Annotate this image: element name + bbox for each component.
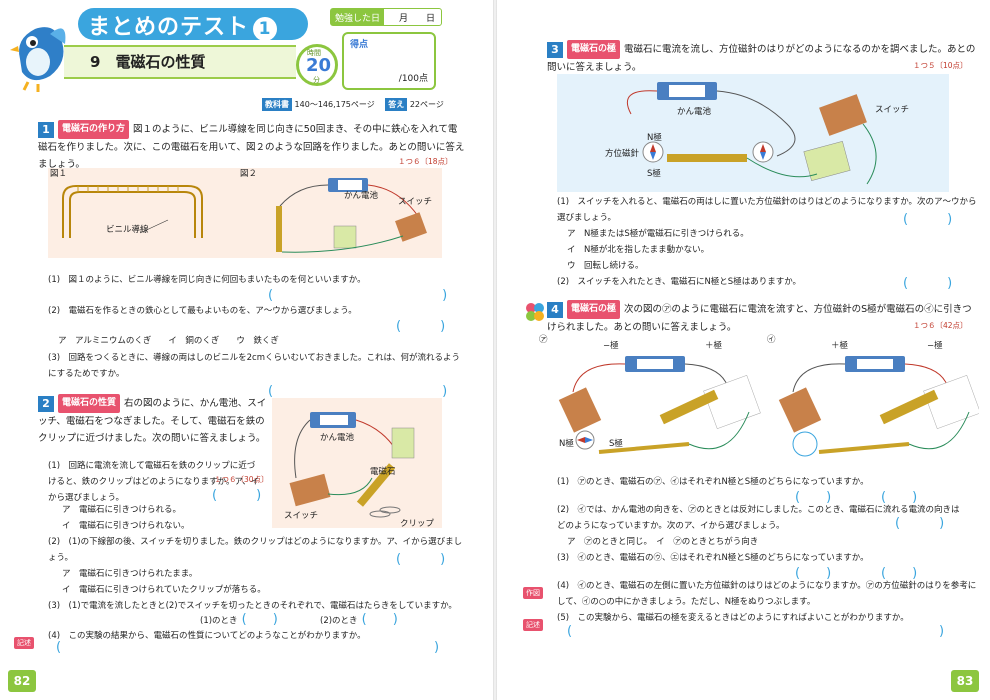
study-date-box: 勉強した日 月 日	[330, 8, 442, 26]
q4-plus-a: ＋極	[705, 341, 723, 351]
switch-label: スイッチ	[398, 197, 433, 207]
timer-badge: 時間 20 分	[296, 40, 338, 86]
q3-n-label: N極	[647, 133, 662, 143]
q4-sub2-options: ア ㋐のときと同じ。 イ ㋐のときとちがう向き	[567, 537, 759, 547]
q4-figure: ㋐ ㋑ −極 ＋極 ＋極 −極 N極	[539, 332, 979, 472]
puzzle-icon	[525, 302, 545, 322]
q2-points: １つ６〔30点〕	[214, 475, 269, 484]
q1-answer3[interactable]: ( )	[268, 384, 448, 399]
q4-minus-b: −極	[927, 341, 943, 351]
q2-magnet-label: 電磁石	[370, 467, 396, 477]
q2-sub3-b: (2)のとき ( )	[320, 612, 398, 627]
q2-answer4-close: )	[434, 640, 440, 655]
subject-box	[64, 45, 296, 79]
q3-s-label: S極	[647, 169, 661, 179]
q2-sub3-a: (1)のとき ( )	[200, 612, 278, 627]
q2-sub3: (3) (1)で電流を流したときと(2)でスイッチを切ったときのそれぞれで、電磁…	[48, 601, 457, 611]
q2-sub1-a: ア 電磁石に引きつけられる。	[62, 505, 182, 515]
q4-sub1: (1) ㋐のとき、電磁石の㋐、㋑はそれぞれN極とS極のどちらになっていますか。	[557, 477, 869, 487]
title-number: 1	[253, 17, 278, 41]
coil-icon	[62, 185, 203, 238]
q1-answer1[interactable]: ( )	[268, 288, 448, 303]
q4-minus-a: −極	[603, 341, 619, 351]
q4-n-label: N極	[559, 439, 574, 449]
q3-switch-label: スイッチ	[875, 105, 910, 115]
book-gutter	[493, 0, 497, 700]
q4-sub4: (4) ㋑のとき、電磁石の左側に置いた方位磁針のはりはどのようになりますか。㋐の…	[557, 581, 977, 607]
q2-clip-label: クリップ	[400, 519, 435, 529]
q3-compass-label: 方位磁針	[605, 149, 640, 159]
q4-answer1b[interactable]: ( )	[881, 490, 918, 505]
q1-points: １つ６〔18点〕	[398, 157, 453, 166]
q3-points: １つ５〔10点〕	[913, 61, 968, 70]
q4-circuits-icon	[558, 356, 979, 457]
q3-answer2[interactable]: ( )	[903, 276, 953, 291]
q4-answer2[interactable]: ( )	[895, 516, 945, 531]
q3-answer1[interactable]: ( )	[903, 212, 953, 227]
q2-sub2-a: ア 電磁石に引きつけられたまま。	[62, 569, 198, 579]
q3-figure: かん電池 スイッチ N極 方位磁針 S極	[557, 74, 949, 192]
q1-sub2-options: ア アルミニウムのくぎ イ 銅のくぎ ウ 鉄くぎ	[58, 336, 279, 346]
q2-sub1-b: イ 電磁石に引きつけられない。	[62, 521, 190, 531]
q4-fig-a-label: ㋐	[539, 335, 548, 345]
q4-plus-b: ＋極	[831, 341, 849, 351]
page-number-left: 82	[8, 670, 36, 692]
bird-mascot-icon	[10, 27, 66, 92]
q2-sub1: (1) 回路に電流を流して電磁石を鉄のクリップに近づけると、鉄のクリップはどのよ…	[48, 461, 260, 503]
score-box: 得点 /100点	[342, 32, 436, 90]
q1-figure: 図１ 図２ ビニル導線 かん電池 スイッチ	[48, 168, 442, 258]
q4-sub2: (2) ㋑では、かん電池の向きを、㋐のときとは反対にしました。このとき、電磁石に…	[557, 505, 960, 531]
q3-sub1-c: ウ 回転し続ける。	[567, 261, 644, 271]
q4-fig-b-label: ㋑	[767, 335, 776, 345]
q1-sub1: (1) 図１のように、ビニル導線を同じ向きに何回もまいたものを何といいますか。	[48, 275, 366, 285]
page-number-right: 83	[951, 670, 979, 692]
q3-sub1-b: イ N極が北を指したまま動かない。	[567, 245, 710, 255]
q4-sub5: (5) この実験から、電磁石の極を変えるときはどのようにすればよいことがわかりま…	[557, 613, 909, 623]
q2-switch-label: スイッチ	[284, 511, 319, 521]
q2-answer2[interactable]: ( )	[396, 552, 446, 567]
q4-s-label: S極	[609, 439, 623, 449]
q2-answer1[interactable]: ( )	[212, 488, 262, 503]
q4-record-tag: 記述	[523, 612, 543, 631]
q4-points: １つ６〔42点〕	[913, 321, 968, 330]
q2-answer4[interactable]: (	[56, 640, 62, 655]
q4-answer5-close: )	[939, 624, 945, 639]
q3-sub2: (2) スイッチを入れたとき、電磁石にN極とS極はありますか。	[557, 277, 802, 287]
q1-answer2[interactable]: ( )	[396, 319, 446, 334]
q2-sub4: (4) この実験の結果から、電磁石の性質についてどのようなことがわかりますか。	[48, 631, 366, 641]
q4-sub3: (3) ㋑のとき、電磁石の㋒、㋓はそれぞれN極とS極のどちらになっていますか。	[557, 553, 869, 563]
q4-answer1a[interactable]: ( )	[795, 490, 832, 505]
q3-sub1-a: ア N極またはS極が電磁石に引きつけられる。	[567, 229, 749, 239]
circuit-fig2-icon	[276, 178, 427, 253]
q2-sub2: (2) (1)の下線部の後、スイッチを切りました。鉄のクリップはどのようになりま…	[48, 537, 463, 563]
q2-record-tag: 記述	[14, 630, 34, 649]
battery-label: かん電池	[344, 191, 379, 201]
q4-answer3b[interactable]: ( )	[881, 566, 918, 581]
q1-sub2: (2) 電磁石を作るときの鉄心として最もよいものを、ア～ウから選びましょう。	[48, 306, 357, 316]
q2-battery-label: かん電池	[320, 433, 355, 443]
coil-label: ビニル導線	[106, 225, 149, 235]
q1-sub3: (3) 回路をつくるときに、導線の両はしのビニルを2cmくらいむいておきました。…	[48, 353, 460, 379]
subject-title: 9 電磁石の性質	[90, 53, 206, 71]
q2-sub2-b: イ 電磁石に引きつけられていたクリップが落ちる。	[62, 585, 266, 595]
compass-circuit-icon	[626, 82, 877, 185]
q4-answer5[interactable]: (	[567, 624, 573, 639]
q2-figure: かん電池 電磁石 スイッチ クリップ	[272, 398, 442, 529]
q3-battery-label: かん電池	[677, 107, 712, 117]
q4-draw-tag: 作図	[523, 580, 543, 599]
reference-info: 教科書 140～146,175ページ 答え 22ページ	[262, 98, 444, 111]
circuit-q2-icon	[289, 412, 415, 518]
q4-answer3a[interactable]: ( )	[795, 566, 832, 581]
q3-sub1: (1) スイッチを入れると、電磁石の両はしに置いた方位磁針のはりはどのようになり…	[557, 197, 977, 223]
